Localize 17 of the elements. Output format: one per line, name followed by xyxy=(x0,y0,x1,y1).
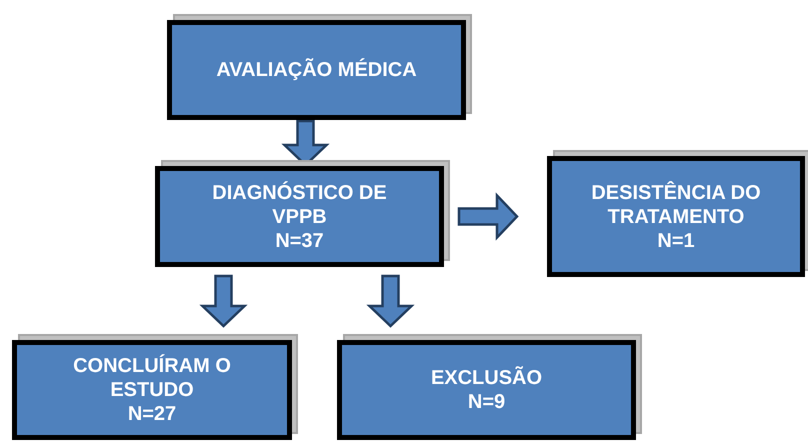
box-label: EXCLUSÃO xyxy=(430,366,542,390)
box-label: DIAGNÓSTICO DE VPPB xyxy=(211,180,388,228)
box-label: N=27 xyxy=(128,402,176,426)
box-label: N=1 xyxy=(657,228,695,252)
box-label: N=37 xyxy=(275,228,324,252)
process-box xyxy=(547,156,805,277)
block-arrow xyxy=(366,274,415,328)
process-box xyxy=(12,340,292,440)
block-arrow xyxy=(458,192,519,241)
process-box xyxy=(167,20,466,120)
process-box xyxy=(337,340,636,440)
box-label: N=9 xyxy=(468,390,506,414)
box-label: AVALIAÇÃO MÉDICA xyxy=(216,58,417,82)
process-box xyxy=(155,166,444,267)
block-arrow xyxy=(199,274,248,328)
box-label: DESISTÊNCIA DO TRATAMENTO xyxy=(590,180,762,228)
box-label: CONCLUÍRAM O ESTUDO xyxy=(72,354,232,402)
